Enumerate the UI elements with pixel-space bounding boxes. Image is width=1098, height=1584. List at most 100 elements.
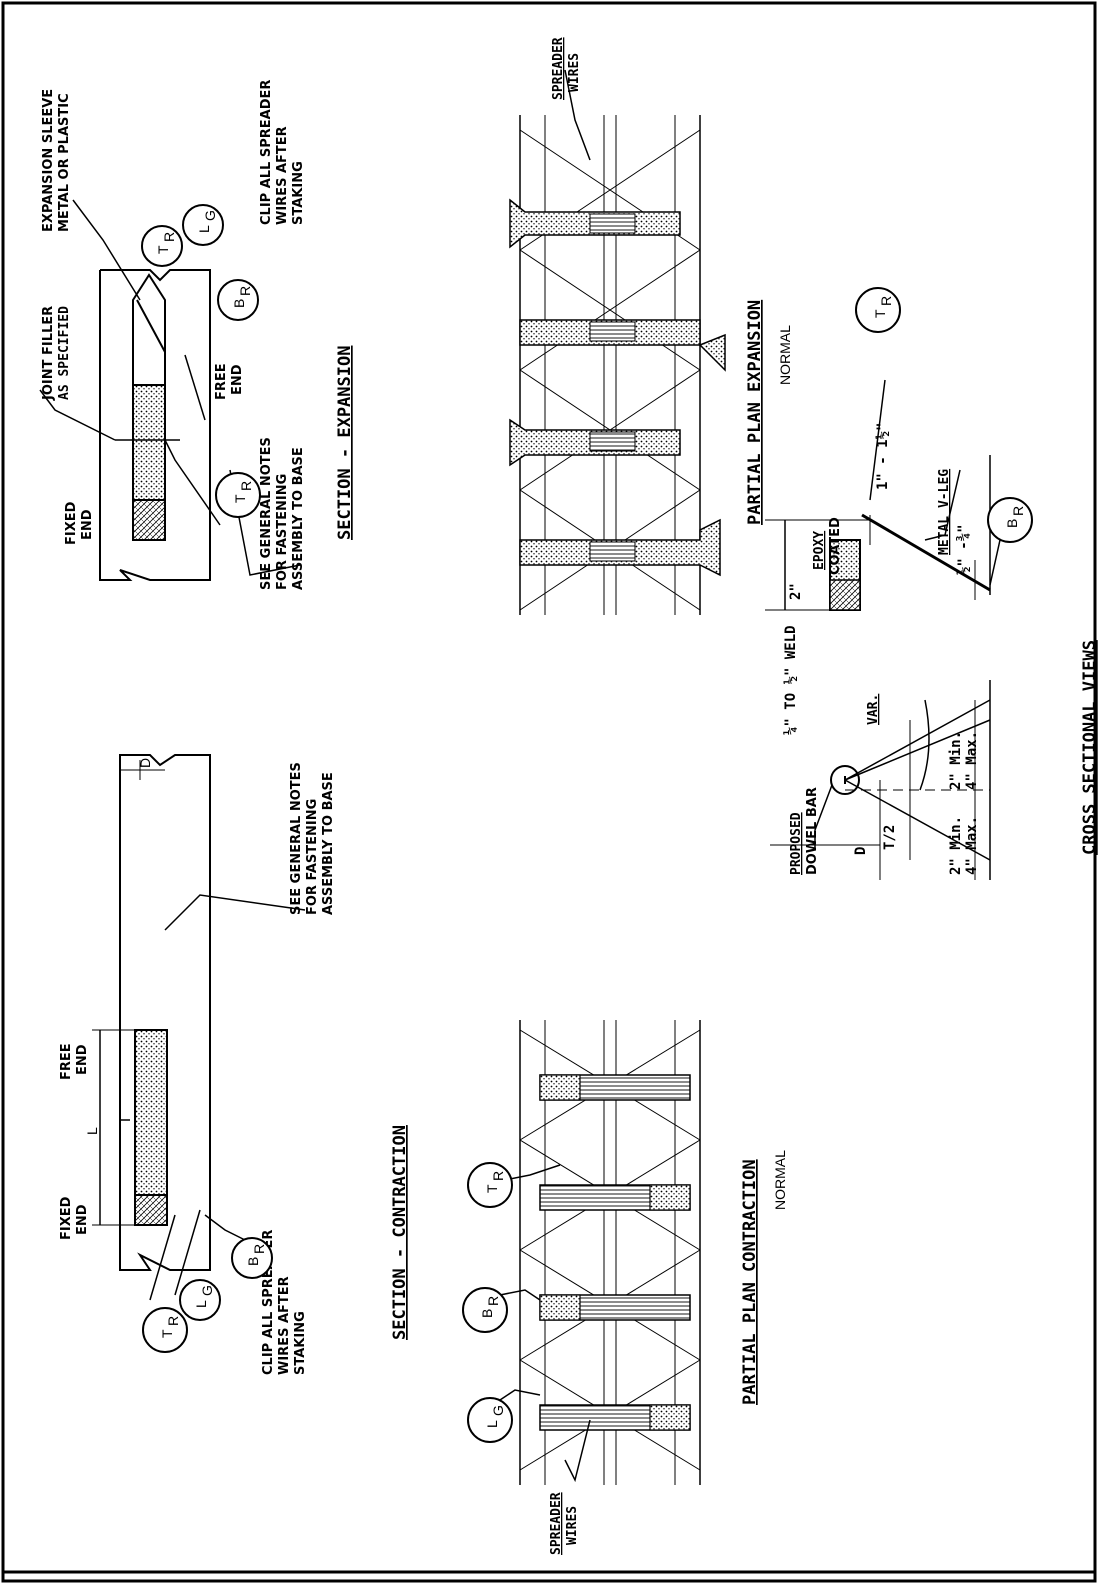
xs-tr-callout: T R (855, 287, 901, 333)
metal-vleg (861, 513, 991, 592)
joint-filler-label: JOINT FILLER (41, 306, 56, 401)
svg-text:B: B (245, 1257, 261, 1266)
notes-label-3: ASSEMBLY TO BASE (291, 447, 306, 590)
plan-con-bar-3 (539, 1294, 691, 1321)
contraction-br-leader (204, 1214, 246, 1241)
svg-text:R: R (161, 232, 177, 242)
section-expansion-title: SECTION - EXPANSION (335, 346, 355, 540)
svg-text:R: R (1010, 506, 1026, 516)
contraction-clip-3: STAKING (293, 1311, 308, 1375)
vleg-leader (924, 469, 961, 541)
clip-label-2: WIRES AFTER (275, 126, 290, 225)
dim-half-3q-label: ½" -¾" (956, 524, 972, 575)
contraction-fixed-hatch (134, 1194, 168, 1226)
con-lg-callout: L G (467, 1397, 513, 1443)
contraction-free-label-2: END (75, 1044, 90, 1075)
expansion-fixed-hatch (132, 499, 166, 541)
epoxy-bar-hatch (829, 579, 861, 611)
svg-text:T: T (484, 1184, 500, 1193)
contraction-lg-leader (174, 1209, 201, 1296)
sleeve-label-2: METAL OR PLASTIC (57, 93, 72, 232)
min-2-a-label: 2" Min. (948, 731, 964, 790)
joint-filler-label-2: AS SPECIFIED (57, 306, 72, 400)
cross-sectional-title: CROSS SECTIONAL VIEWS (1080, 640, 1098, 855)
cross-sectional-views: EPOXY COATED METAL V-LEG 2" 1" - 1½" ½" … (765, 287, 1098, 880)
expansion-slab-outline (99, 269, 211, 581)
br-leader-con (499, 1289, 541, 1301)
contraction-notes-1: SEE GENERAL NOTES (289, 762, 304, 915)
free-end-label-2: END (230, 364, 245, 395)
clip-label-3: STAKING (291, 161, 306, 225)
lg-leader-con (499, 1389, 541, 1401)
free-end-label-1: FREE (214, 363, 229, 400)
br-leader-xs (989, 539, 1001, 586)
sleeve-leader (72, 199, 141, 301)
max-4-a-label: 4" Max. (964, 731, 980, 790)
contraction-clip-2: WIRES AFTER (277, 1276, 292, 1375)
partial-plan-contraction-view: SPREADER WIRES PARTIAL PLAN CONTRACTION … (462, 1020, 788, 1555)
length-label: L (84, 1127, 100, 1135)
d-label: D (853, 847, 869, 855)
t2-label: T/2 (882, 825, 898, 850)
svg-text:B: B (231, 299, 247, 308)
con-br-callout: B R (462, 1287, 508, 1333)
plan-exp-bar-2 (519, 319, 726, 372)
plan-con-bar-1 (539, 1074, 691, 1101)
svg-text:G: G (202, 210, 218, 221)
contraction-notes-2: FOR FASTENING (305, 799, 320, 915)
svg-text:L: L (193, 1300, 209, 1308)
partial-plan-expansion-subtitle: NORMAL (777, 325, 793, 385)
sleeve-line (136, 299, 166, 353)
contraction-free-label-1: FREE (59, 1043, 74, 1080)
max-4-b-label: 4" Max. (964, 816, 980, 875)
svg-text:R: R (237, 286, 253, 296)
tr-leader-con (504, 1164, 561, 1181)
dowel-angle-lines (844, 699, 991, 861)
section-contraction-view: FIXED END FREE END SEE GENERAL NOTES FOR… (59, 754, 410, 1375)
svg-text:R: R (238, 481, 254, 491)
var-label: VAR. (866, 694, 881, 725)
proposed-label-2: DOWEL BAR (805, 787, 820, 875)
plan-exp-bar-1 (509, 198, 681, 249)
fixed-end-label-2: END (80, 509, 95, 540)
spreader-label-con-2: WIRES (565, 1506, 580, 1545)
svg-text:T: T (872, 309, 888, 318)
spreader-label-exp-1: SPREADER (551, 37, 566, 100)
spreader-label-exp-2: WIRES (567, 53, 582, 92)
plan-exp-diagonals (519, 129, 701, 611)
lg-callout-top: L G (182, 204, 224, 246)
tr-callout-bottom: T R (215, 472, 261, 518)
con-tr-callout: T R (467, 1162, 513, 1208)
min-2-b-label: 2" Min. (948, 816, 964, 875)
plan-exp-bar-3 (509, 418, 681, 467)
br-callout-top: B R (217, 279, 259, 321)
expansion-leader-a (184, 354, 206, 421)
svg-text:T: T (155, 245, 171, 254)
svg-text:B: B (1004, 519, 1020, 528)
section-expansion-view: JOINT FILLER AS SPECIFIED EXPANSION SLEE… (39, 80, 355, 590)
spreader-label-con-1: SPREADER (549, 1492, 564, 1555)
plan-con-bar-4 (539, 1404, 691, 1431)
notes-label-1: SEE GENERAL NOTES (259, 437, 274, 590)
svg-text:L: L (484, 1420, 500, 1428)
contraction-notes-leader (164, 894, 306, 931)
partial-plan-expansion-view: SPREADER WIRES PARTIAL PLAN EXPANSION NO… (509, 37, 793, 615)
joint-filler-leader (39, 389, 116, 441)
svg-text:R: R (251, 1244, 267, 1254)
plan-exp-bar-4 (519, 518, 721, 577)
expansion-sleeve (132, 273, 166, 386)
svg-text:T: T (159, 1329, 175, 1338)
svg-text:L: L (196, 225, 212, 233)
contraction-br-callout: B R (231, 1237, 273, 1279)
svg-text:R: R (485, 1296, 501, 1306)
svg-text:R: R (165, 1316, 181, 1326)
plan-con-bar-2 (539, 1184, 691, 1211)
epoxy-label-2: COATED (828, 517, 843, 575)
spreader-leader-exp (564, 69, 591, 161)
partial-plan-contraction-title: PARTIAL PLAN CONTRACTION (740, 1159, 760, 1405)
contraction-tr-callout: T R (142, 1307, 188, 1353)
weld-label: ¼" TO ½" WELD (783, 625, 799, 735)
